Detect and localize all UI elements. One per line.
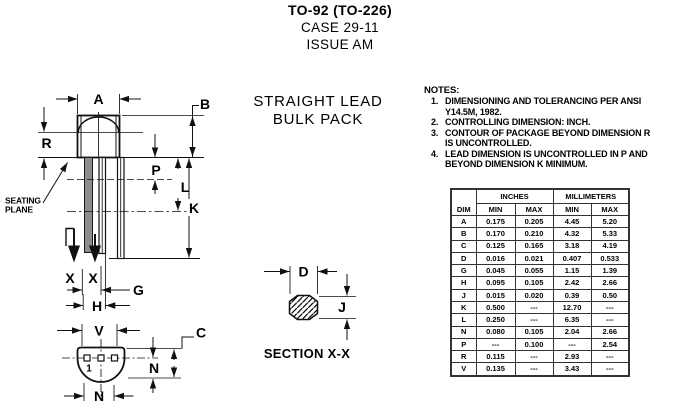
col-group-millimeters: MILLIMETERS — [552, 188, 630, 204]
pack-type-line2: BULK PACK — [273, 111, 363, 128]
section-caption: SECTION X-X — [264, 346, 350, 361]
col-header-min: MIN — [552, 203, 592, 216]
bottom-view-drawing: V 1 C N N — [57, 323, 206, 404]
note-number: 4. — [431, 148, 439, 159]
col-group-inches: INCHES — [475, 188, 554, 204]
pack-type-line1: STRAIGHT LEAD — [253, 93, 382, 110]
lead-pad-3 — [110, 354, 119, 362]
table-row: P---0.100---2.54 — [450, 337, 630, 352]
lead-pad-1 — [83, 354, 91, 362]
case-number: CASE 29-11 — [300, 20, 380, 35]
note-text-line: CONTOUR OF PACKAGE BEYOND DIMENSION R — [445, 127, 651, 138]
pack-type-label: STRAIGHT LEAD BULK PACK — [253, 93, 382, 128]
dim-label-b: B — [200, 96, 210, 112]
dim-label-h: H — [92, 298, 102, 314]
dim-label-p: P — [151, 162, 160, 178]
note-text-line: DIMENSIONING AND TOLERANCING PER ANSI — [445, 96, 642, 106]
note-text-line: IS UNCONTROLLED. — [445, 138, 532, 148]
note-text-line: BEYOND DIMENSION K MINIMUM. — [445, 159, 588, 169]
notes-section: NOTES: 1. DIMENSIONING AND TOLERANCING P… — [424, 85, 670, 170]
section-cut-label-x2: X — [88, 270, 98, 286]
dim-label-a: A — [93, 91, 103, 107]
section-xx-drawing: D J SECTION X-X — [264, 264, 356, 361]
note-item: 2. CONTROLLING DIMENSION: INCH. — [424, 117, 670, 128]
note-text-line: Y14.5M, 1982. — [445, 106, 502, 117]
note-item: 4. LEAD DIMENSION IS UNCONTROLLED IN P A… — [424, 149, 670, 170]
issue-revision: ISSUE AM — [306, 37, 374, 52]
section-cut-label-x1: X — [65, 270, 75, 286]
dim-label-k: K — [189, 200, 199, 216]
note-item: 3. CONTOUR OF PACKAGE BEYOND DIMENSION R… — [424, 128, 670, 149]
title-block: TO-92 (TO-226) CASE 29-11 ISSUE AM — [210, 2, 470, 53]
col-header-max: MAX — [514, 203, 554, 216]
notes-heading: NOTES: — [424, 85, 460, 96]
col-header-dim: DIM — [450, 188, 477, 216]
note-number: 1. — [431, 96, 439, 106]
dim-label-g: G — [133, 282, 144, 298]
lead-left — [84, 157, 93, 253]
dim-label-v: V — [94, 323, 104, 339]
col-header-max: MAX — [590, 203, 630, 216]
dim-label-c: C — [196, 325, 206, 341]
dim-label-d: D — [298, 264, 308, 280]
pin1-label: 1 — [86, 364, 92, 375]
note-text-line: LEAD DIMENSION IS UNCONTROLLED IN P AND — [445, 148, 648, 159]
package-drawing: A B R SEATING PLANE — [5, 91, 382, 404]
seating-plane-label-line2: PLANE — [5, 205, 33, 215]
dim-label-n-bottom: N — [94, 388, 104, 404]
dim-label-n-side: N — [149, 360, 159, 376]
note-number: 2. — [431, 117, 439, 127]
page-title: TO-92 (TO-226) — [287, 2, 393, 18]
lead-cross-section — [288, 294, 319, 321]
seating-plane-label-line1: SEATING — [5, 196, 41, 206]
dim-label-r: R — [41, 135, 51, 151]
note-text-line: CONTROLLING DIMENSION: INCH. — [445, 117, 591, 127]
dim-label-j: J — [338, 299, 346, 315]
lead-pad-2 — [97, 354, 105, 362]
col-header-min: MIN — [475, 203, 516, 216]
dim-label-l: L — [181, 179, 190, 195]
note-number: 3. — [431, 127, 439, 138]
dimension-table: DIM INCHES MILLIMETERS MIN MAX MIN MAX A… — [450, 188, 630, 377]
front-view-drawing: A B R SEATING PLANE — [5, 91, 210, 314]
note-item: 1. DIMENSIONING AND TOLERANCING PER ANSI… — [424, 96, 670, 117]
